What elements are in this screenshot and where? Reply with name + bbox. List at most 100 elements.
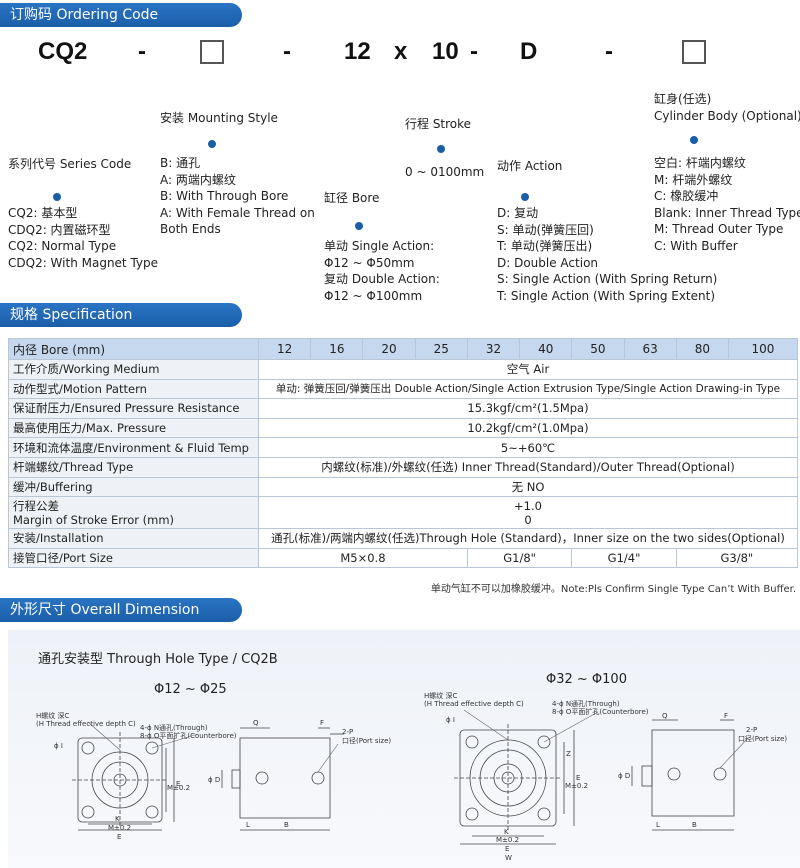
row-value: 内螺纹(标准)/外螺纹(任选) Inner Thread(Standard)/O…	[258, 456, 798, 478]
right-h-thread-en-label: (H Thread effective depth C)	[424, 700, 524, 708]
spec-table: 内径 Bore (mm) 12 16 20 25 32 40 50 63 80 …	[8, 338, 799, 569]
right-d-label: ϕ D	[618, 772, 630, 780]
right-port-label: 2-P	[746, 726, 757, 734]
right-range: Φ32 ~ Φ100	[546, 672, 627, 687]
spec-header-row: 内径 Bore (mm) 12 16 20 25 32 40 50 63 80 …	[8, 338, 799, 360]
row-name: 工作介质/Working Medium	[8, 359, 259, 380]
row-value: M5×0.8	[258, 547, 468, 569]
right-b-label: B	[692, 821, 697, 829]
action-dot	[521, 193, 529, 201]
table-row: 环境和流体温度/Environment & Fluid Temp 5~+60℃	[8, 437, 798, 458]
row-value: G1/8"	[466, 547, 573, 569]
bore-cell: 50	[571, 338, 625, 360]
left-m-label: M±0.2	[167, 784, 190, 792]
table-row: 杆端螺纹/Thread Type 内螺纹(标准)/外螺纹(任选) Inner T…	[8, 456, 798, 478]
body-dot	[690, 136, 698, 144]
bore-list: 单动 Single Action: Φ12 ~ Φ50mm 复动 Double …	[324, 239, 440, 303]
left-f-label: F	[320, 719, 324, 727]
right-m-label: M±0.2	[565, 782, 588, 790]
ordering-code-row: CQ2 - - 12 x 10 - D -	[0, 34, 800, 74]
mounting-title: 安装 Mounting Style	[160, 111, 278, 125]
bore-cell: 40	[519, 338, 573, 360]
code-dash: -	[138, 38, 146, 65]
bore-dot	[355, 222, 363, 230]
left-q-label: Q	[253, 719, 259, 727]
right-f-label: F	[724, 712, 728, 720]
left-b-label: B	[284, 821, 289, 829]
right-w-label: W	[505, 854, 512, 862]
code-stroke: 10	[432, 38, 459, 65]
series-code-list: CQ2: 基本型 CDQ2: 内置磁环型 CQ2: Normal Type CD…	[8, 206, 159, 270]
code-dash: -	[605, 38, 613, 65]
left-n-hole-label: 4-ϕ N通孔(Through)	[140, 723, 208, 732]
bore-cell: 32	[466, 338, 521, 360]
right-q-label: Q	[662, 712, 668, 720]
table-row: 最高使用压力/Max. Pressure 10.2kgf/cm²(1.0Mpa)	[8, 417, 798, 439]
left-range: Φ12 ~ Φ25	[154, 682, 227, 697]
row-value: G1/4"	[571, 547, 677, 569]
right-l-label: L	[656, 821, 660, 829]
left-e-bottom-label: E	[117, 833, 121, 841]
table-row: 接管口径/Port Size M5×0.8 G1/8" G1/4" G3/8"	[8, 547, 799, 569]
code-action: D	[520, 38, 538, 65]
row-name: 接管口径/Port Size	[8, 547, 259, 569]
row-value: 5~+60℃	[258, 437, 798, 458]
code-body-box	[682, 40, 706, 64]
bore-cell: 12	[257, 338, 312, 360]
bore-header: 内径 Bore (mm)	[8, 338, 259, 360]
left-m-bottom-label: M±0.2	[108, 824, 131, 832]
row-name: 行程公差 Margin of Stroke Error (mm)	[8, 496, 259, 530]
code-series: CQ2	[38, 38, 88, 65]
right-z-label: Z	[566, 750, 571, 758]
row-value: 15.3kgf/cm²(1.5Mpa)	[258, 398, 798, 419]
row-name: 安装/Installation	[8, 528, 259, 549]
dimension-banner: 外形尺寸 Overall Dimension	[0, 598, 242, 622]
bore-cell: 16	[310, 338, 364, 360]
bore-cell: 25	[414, 338, 468, 360]
table-row: 工作介质/Working Medium 空气 Air	[8, 359, 798, 380]
dimension-drawings: H螺纹 深C (H Thread effective depth C) 4-ϕ …	[36, 691, 787, 862]
left-o-counter-label: 8-ϕ O平面扩孔(Counterbore)	[140, 731, 237, 740]
right-h-thread-label: H螺纹 深C	[424, 691, 457, 700]
bore-title: 缸径 Bore	[324, 191, 380, 205]
left-i-label: ϕ I	[54, 742, 63, 750]
spec-note: 单动气缸不可以加橡胶缓冲。Note:Pls Confirm Single Typ…	[430, 584, 796, 595]
code-bore: 12	[344, 38, 371, 65]
code-dash: -	[283, 38, 291, 65]
stroke-dot	[437, 145, 445, 153]
left-k-label: K	[115, 815, 120, 823]
code-mounting-box	[200, 40, 224, 64]
code-dash: -	[470, 38, 478, 65]
right-e-bottom-label: E	[505, 845, 509, 853]
table-row: 动作型式/Motion Pattern 单动: 弹簧压回/弹簧压出 Double…	[8, 378, 798, 400]
bore-cell: 20	[362, 338, 416, 360]
dimension-panel: 通孔安装型 Through Hole Type / CQ2B Φ12 ~ Φ25…	[8, 630, 800, 868]
row-name: 动作型式/Motion Pattern	[8, 378, 259, 400]
row-value: 空气 Air	[258, 359, 798, 380]
stroke-title: 行程 Stroke	[405, 117, 472, 131]
left-h-thread-en-label: (H Thread effective depth C)	[36, 720, 136, 728]
right-n-hole-label: 4-ϕ N通孔(Through)	[552, 699, 620, 708]
series-code-dot	[53, 193, 61, 201]
code-x: x	[394, 38, 408, 65]
table-row: 缓冲/Buffering 无 NO	[8, 476, 798, 498]
table-row: 保证耐压力/Ensured Pressure Resistance 15.3kg…	[8, 398, 798, 419]
right-m-bottom-label: M±0.2	[496, 836, 519, 844]
right-i-label: ϕ I	[446, 716, 455, 724]
mounting-list: B: 通孔 A: 两端内螺纹 B: With Through Bore A: W…	[160, 156, 315, 236]
right-k-label: K	[504, 828, 509, 836]
row-name: 环境和流体温度/Environment & Fluid Temp	[8, 437, 259, 458]
row-name: 保证耐压力/Ensured Pressure Resistance	[8, 398, 259, 419]
bore-cell: 63	[623, 338, 677, 360]
bore-cell: 100	[727, 338, 799, 360]
body-title: 缸身(任选) Cylinder Body (Optional)	[654, 92, 800, 123]
row-value: 10.2kgf/cm²(1.0Mpa)	[258, 417, 798, 439]
row-name: 杆端螺纹/Thread Type	[8, 456, 259, 478]
action-title: 动作 Action	[497, 159, 563, 173]
stroke-range: 0 ~ 0100mm	[405, 165, 485, 179]
right-o-counter-label: 8-ϕ O平面扩孔(Counterbore)	[552, 707, 649, 716]
left-d-label: ϕ D	[208, 776, 220, 784]
left-e-label: E	[176, 780, 180, 788]
specification-banner: 规格 Specification	[0, 303, 242, 327]
bore-cell: 80	[675, 338, 729, 360]
